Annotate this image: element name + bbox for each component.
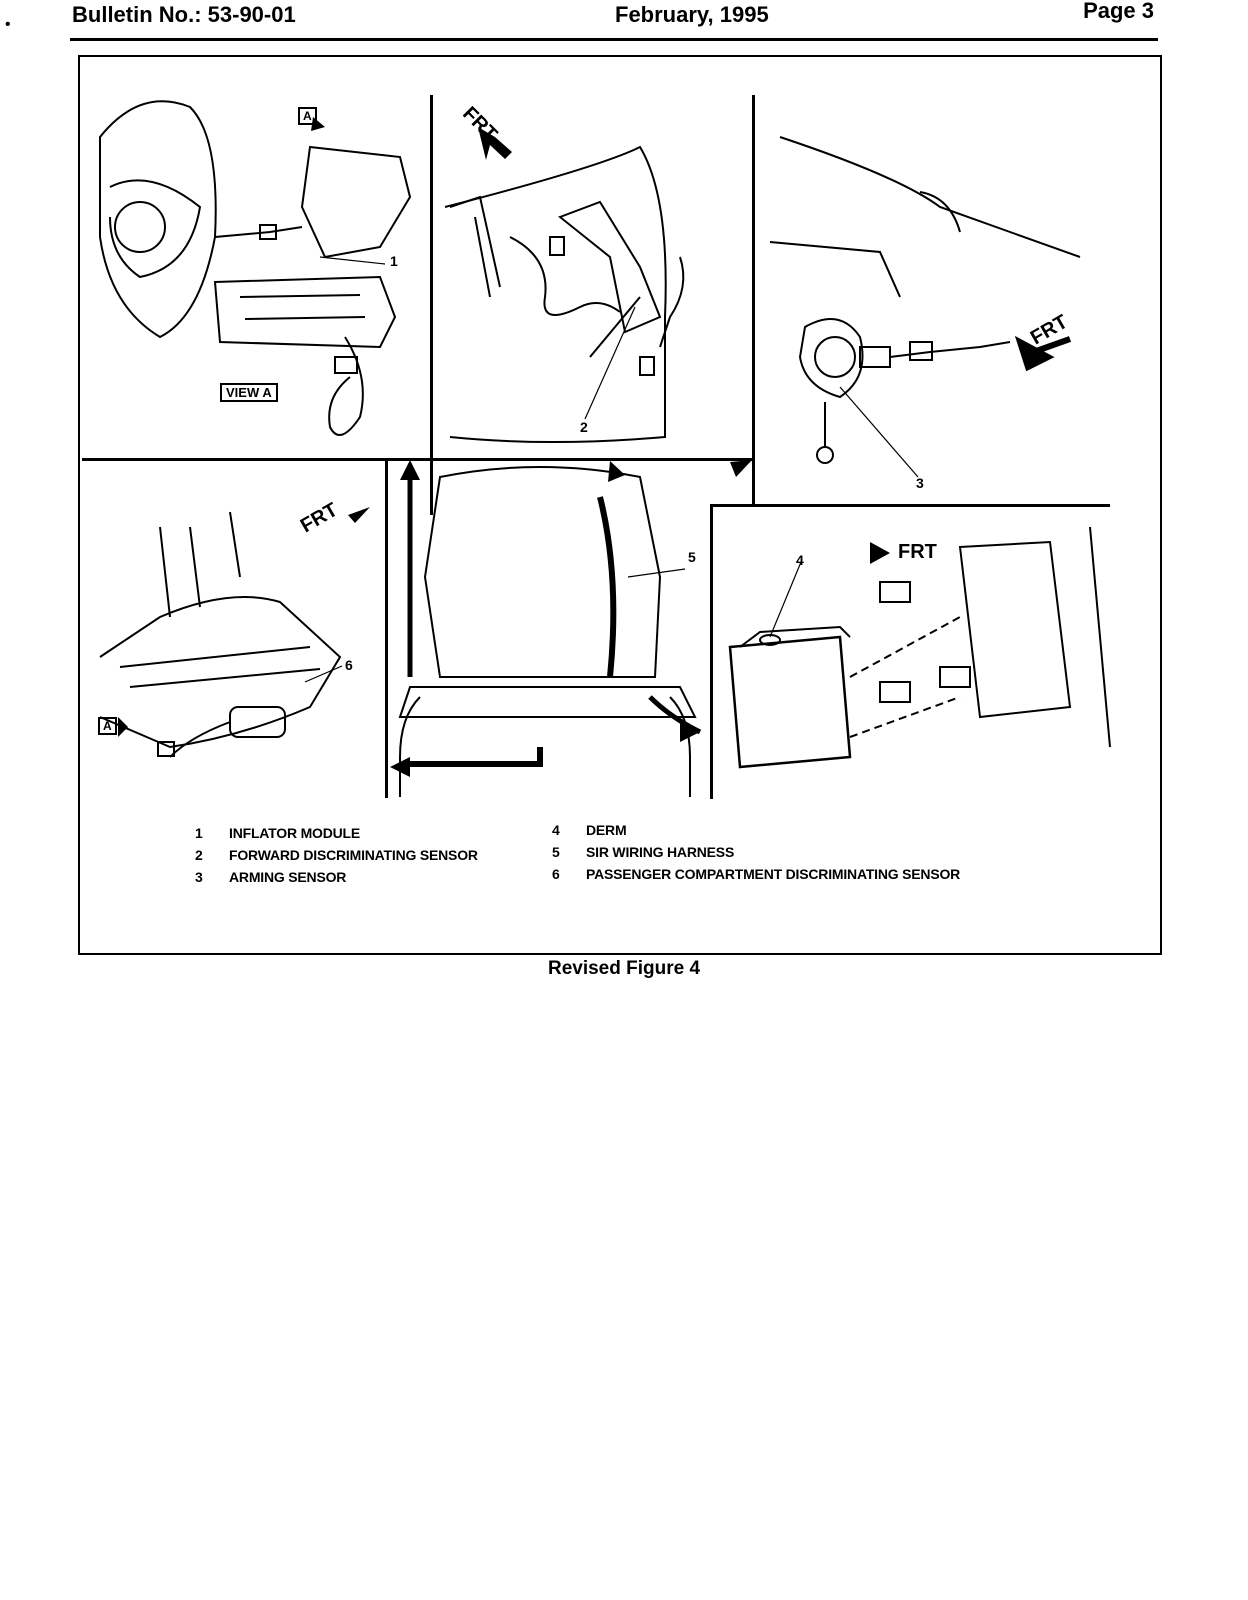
frt-arrow-2 (1014, 335, 1072, 372)
passenger-sensor-drawing (99, 511, 342, 758)
callout-3: 3 (916, 475, 924, 491)
frt-label-3: FRT (898, 541, 937, 563)
divider-v4 (710, 504, 713, 799)
divider-v2 (752, 95, 755, 505)
callout-4: 4 (796, 552, 804, 568)
frt-arrow-3 (870, 542, 890, 564)
callout-2: 2 (580, 419, 588, 435)
route-arrow-right (730, 460, 752, 477)
arming-sensor-drawing (769, 136, 1081, 464)
frt-arrow-1 (478, 127, 512, 160)
figure-caption: Revised Figure 4 (547, 958, 701, 979)
box-a-top: A (298, 107, 317, 125)
route-arrow-top (608, 461, 625, 482)
divider-h2 (710, 504, 1110, 507)
callout-1: 1 (390, 253, 398, 269)
harness-vehicle-drawing (398, 466, 697, 797)
callout-5: 5 (688, 549, 696, 565)
divider-v1 (430, 95, 433, 515)
route-arrow-left (390, 757, 410, 777)
inflator-module-drawing (99, 100, 412, 436)
forward-sensor-drawing (444, 145, 685, 443)
box-a-bottom: A (98, 717, 117, 735)
divider-v3 (385, 458, 388, 798)
frt-arrow-4 (348, 507, 370, 523)
callout-6: 6 (345, 657, 353, 673)
bulletin-date: February, 1995 (615, 2, 769, 27)
page-number: Page 3 (1083, 0, 1154, 23)
derm-drawing (728, 526, 1111, 769)
page-header: Bulletin No.: 53-90-01 February, 1995 Pa… (70, 0, 1158, 41)
stray-mark: • (5, 16, 11, 33)
view-a-label: VIEW A (220, 383, 278, 402)
view-a-pointer-arrow (118, 717, 128, 737)
route-arrow-low-right (680, 722, 700, 742)
bulletin-number: Bulletin No.: 53-90-01 (72, 2, 296, 27)
figure-frame: 1 2 3 4 5 6 FRT FRT FRT FRT VIEW A A A 1… (78, 55, 1162, 955)
sir-illustration (99, 100, 1111, 797)
view-a-top-arrow (311, 117, 325, 131)
route-arrow-up (400, 460, 420, 480)
divider-h1 (82, 458, 754, 461)
